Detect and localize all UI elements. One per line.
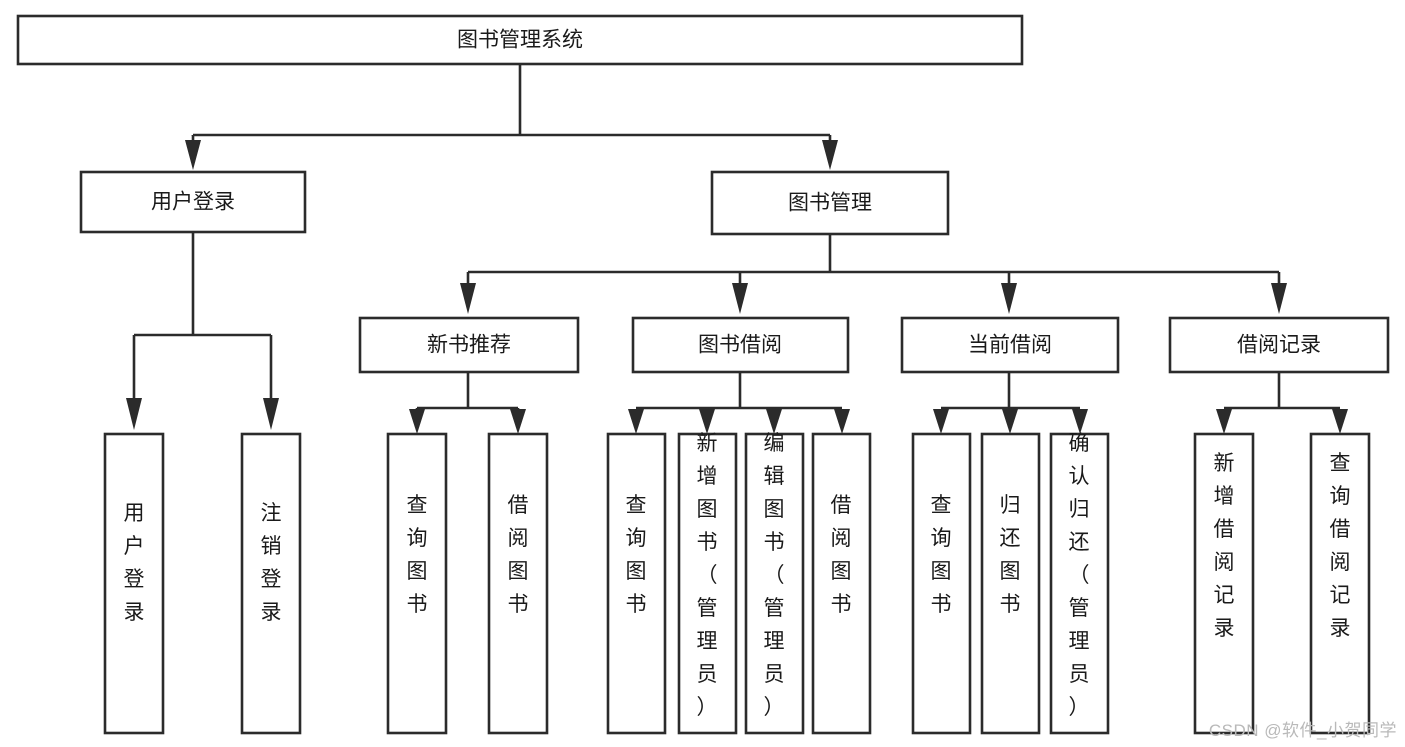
leaf-book-borrow-1-label: 查询图书 xyxy=(626,494,647,616)
leaf-new-book-2-box[interactable] xyxy=(487,432,549,735)
node-current-borrow-box[interactable] xyxy=(900,316,1120,374)
leaf-current-borrow-2[interactable]: 归还图书 xyxy=(980,432,1041,735)
leaf-borrow-record-1-label: 新增借阅记录 xyxy=(1214,452,1235,640)
leaf-user-login-1-box[interactable] xyxy=(103,432,165,735)
arrow-head-user-login-leaf-1 xyxy=(126,398,142,430)
leaf-new-book-1[interactable]: 查询图书 xyxy=(386,432,448,735)
arrow-head-current-borrow xyxy=(1001,283,1017,314)
leaf-book-borrow-1[interactable]: 查询图书 xyxy=(606,432,667,735)
node-new-book-recommend-box[interactable] xyxy=(358,316,580,374)
arrow-head-book-borrow-leaf-2 xyxy=(699,409,715,434)
node-root[interactable]: 图书管理系统 xyxy=(16,14,1024,66)
node-root-box[interactable] xyxy=(16,14,1024,66)
arrow-head-book-borrow-leaf-3 xyxy=(766,409,782,434)
node-user-login-label: 用户登录 xyxy=(151,191,235,214)
leaf-current-borrow-2-box[interactable] xyxy=(980,432,1041,735)
leaf-book-borrow-2-label: 新增图书（管理员） xyxy=(697,432,718,719)
leaf-borrow-record-1[interactable]: 新增借阅记录 xyxy=(1193,432,1255,735)
node-borrow-record[interactable]: 借阅记录 xyxy=(1168,316,1390,374)
arrow-head-current-borrow-leaf-2 xyxy=(1002,409,1018,434)
node-user-login[interactable]: 用户登录 xyxy=(79,170,307,234)
leaf-new-book-1-label: 查询图书 xyxy=(407,494,428,616)
node-book-borrow[interactable]: 图书借阅 xyxy=(631,316,850,374)
node-current-borrow[interactable]: 当前借阅 xyxy=(900,316,1120,374)
arrow-head-book-manage xyxy=(822,140,838,170)
arrow-head-borrow-record-leaf-1 xyxy=(1216,409,1232,434)
leaf-book-borrow-3[interactable]: 编辑图书（管理员） xyxy=(744,432,805,735)
arrow-head-new-book-leaf-1 xyxy=(409,409,425,434)
arrow-head-new-book xyxy=(460,283,476,314)
node-book-manage[interactable]: 图书管理 xyxy=(710,170,950,236)
leaf-current-borrow-3-box[interactable] xyxy=(1049,432,1110,735)
leaf-user-login-2-box[interactable] xyxy=(240,432,302,735)
leaf-new-book-1-box[interactable] xyxy=(386,432,448,735)
arrow-head-book-borrow xyxy=(732,283,748,314)
arrow-head-user-login-leaf-2 xyxy=(263,398,279,430)
arrow-head-current-borrow-leaf-1 xyxy=(933,409,949,434)
node-book-borrow-label: 图书借阅 xyxy=(698,334,782,357)
node-borrow-record-label: 借阅记录 xyxy=(1237,334,1321,357)
node-new-book-recommend-label: 新书推荐 xyxy=(427,334,511,357)
connector-layer xyxy=(126,64,1348,434)
node-book-manage-box[interactable] xyxy=(710,170,950,236)
arrow-head-book-borrow-leaf-1 xyxy=(628,409,644,434)
leaf-book-borrow-4-label: 借阅图书 xyxy=(831,494,852,616)
arrow-head-current-borrow-leaf-3 xyxy=(1072,409,1088,434)
arrow-head-new-book-leaf-2 xyxy=(510,409,526,434)
leaf-book-borrow-3-label: 编辑图书（管理员） xyxy=(764,432,785,719)
arrow-head-user-login xyxy=(185,140,201,170)
leaf-current-borrow-2-label: 归还图书 xyxy=(1000,494,1021,616)
leaf-current-borrow-3-label: 确认归还（管理员） xyxy=(1069,432,1090,719)
node-root-label: 图书管理系统 xyxy=(457,29,583,52)
node-current-borrow-label: 当前借阅 xyxy=(968,334,1052,357)
leaf-borrow-record-2[interactable]: 查询借阅记录 xyxy=(1309,432,1371,735)
leaf-current-borrow-1-box[interactable] xyxy=(911,432,972,735)
leaf-book-borrow-4[interactable]: 借阅图书 xyxy=(811,432,872,735)
leaf-book-borrow-2-box[interactable] xyxy=(677,432,738,735)
leaf-book-borrow-1-box[interactable] xyxy=(606,432,667,735)
leaf-new-book-2-label: 借阅图书 xyxy=(508,494,529,616)
leaf-current-borrow-1-label: 查询图书 xyxy=(931,494,952,616)
csdn-watermark: CSDN @软件_小贺同学 xyxy=(1208,721,1397,740)
leaf-book-borrow-2[interactable]: 新增图书（管理员） xyxy=(677,432,738,735)
leaf-new-book-2[interactable]: 借阅图书 xyxy=(487,432,549,735)
node-book-manage-label: 图书管理 xyxy=(788,192,872,215)
leaf-current-borrow-3[interactable]: 确认归还（管理员） xyxy=(1049,432,1110,735)
leaf-user-login-2-label: 注销登录 xyxy=(261,502,282,624)
leaf-borrow-record-1-box[interactable] xyxy=(1193,432,1255,735)
node-user-login-box[interactable] xyxy=(79,170,307,234)
arrow-head-borrow-record xyxy=(1271,283,1287,314)
leaf-user-login-2[interactable]: 注销登录 xyxy=(240,432,302,735)
leaf-book-borrow-4-box[interactable] xyxy=(811,432,872,735)
arrow-head-borrow-record-leaf-2 xyxy=(1332,409,1348,434)
node-book-borrow-box[interactable] xyxy=(631,316,850,374)
leaf-book-borrow-3-box[interactable] xyxy=(744,432,805,735)
node-new-book-recommend[interactable]: 新书推荐 xyxy=(358,316,580,374)
leaf-user-login-1[interactable]: 用户登录 xyxy=(103,432,165,735)
arrow-head-book-borrow-leaf-4 xyxy=(834,409,850,434)
leaf-user-login-1-label: 用户登录 xyxy=(124,502,145,624)
leaf-borrow-record-2-box[interactable] xyxy=(1309,432,1371,735)
leaf-borrow-record-2-label: 查询借阅记录 xyxy=(1330,452,1351,640)
leaf-current-borrow-1[interactable]: 查询图书 xyxy=(911,432,972,735)
node-borrow-record-box[interactable] xyxy=(1168,316,1390,374)
